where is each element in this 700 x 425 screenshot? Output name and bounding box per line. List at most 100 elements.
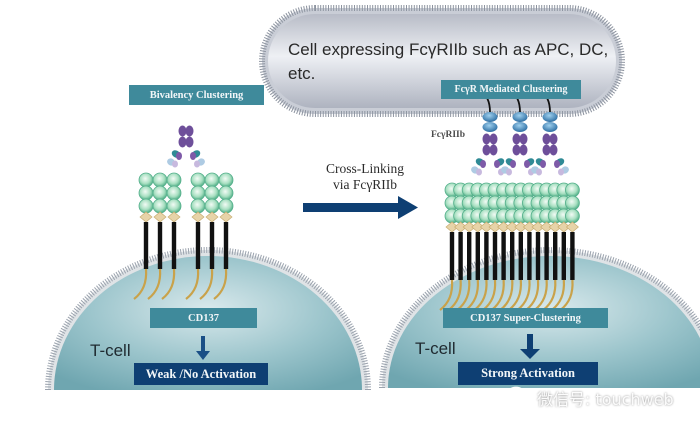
fab-light xyxy=(480,160,486,168)
fc-region xyxy=(489,144,498,156)
fcgriib-label: FcγRIIb xyxy=(431,130,466,140)
t-cell-left-label: T-cell xyxy=(90,341,131,360)
cytoplasmic-tail xyxy=(213,268,228,300)
cd137-receptor xyxy=(185,172,206,300)
fc-region xyxy=(542,133,551,145)
transmembrane-stalk xyxy=(527,232,532,280)
down-arrow-right xyxy=(520,334,540,359)
fc-region xyxy=(519,133,528,145)
transmembrane-stalk xyxy=(475,232,480,280)
cd137-receptor xyxy=(213,172,234,300)
fc-region xyxy=(185,125,194,137)
green-domain xyxy=(565,182,580,198)
transmembrane-stalk xyxy=(449,232,455,280)
fab-light xyxy=(494,160,500,168)
fab-variable-light xyxy=(172,160,178,168)
transmembrane-stalk xyxy=(143,222,149,269)
fcgriib-domain xyxy=(512,112,528,122)
fc-region xyxy=(185,136,194,148)
arrow-head xyxy=(398,196,418,219)
fab-variable-light xyxy=(536,168,542,176)
green-domain xyxy=(138,172,154,188)
fc-region xyxy=(482,133,491,145)
apc-membrane-lipids xyxy=(259,5,625,117)
right-receptor-cluster xyxy=(439,89,580,311)
fc-region xyxy=(549,144,558,156)
wechat-icon xyxy=(506,386,533,408)
cd137-super-clustering-label: CD137 Super-Clustering xyxy=(443,308,608,328)
fab-light xyxy=(554,160,560,168)
fcr-mediated-clustering-label: FcγR Mediated Clustering xyxy=(441,80,581,99)
transmembrane-stalk xyxy=(570,232,575,280)
t-cell-left-lipids xyxy=(45,247,371,391)
green-domain xyxy=(218,172,234,188)
transmembrane-stalk xyxy=(553,232,558,280)
t-cell-right-label: T-cell xyxy=(415,339,456,358)
arrow-shaft xyxy=(303,203,400,212)
fcgriib-domain xyxy=(542,122,558,132)
tan-domain xyxy=(191,211,205,223)
green-domain xyxy=(152,185,168,201)
fcgriib-domain xyxy=(512,122,528,132)
fc-region xyxy=(549,133,558,145)
transmembrane-stalk xyxy=(544,232,549,280)
green-domain xyxy=(190,172,206,188)
transmembrane-stalk xyxy=(510,232,515,280)
green-domain xyxy=(152,198,168,214)
fc-region xyxy=(512,133,521,145)
green-domain xyxy=(218,198,234,214)
fab-light xyxy=(190,152,196,160)
transmembrane-stalk xyxy=(492,232,498,280)
green-domain xyxy=(152,172,168,188)
fc-region xyxy=(178,125,187,137)
tan-domain xyxy=(167,211,181,223)
transmembrane-stalk xyxy=(458,232,463,280)
cross-linking-arrow xyxy=(303,196,418,219)
transmembrane-stalk xyxy=(223,222,229,269)
strong-activation-label: Strong Activation xyxy=(458,362,598,385)
antibody xyxy=(531,89,569,176)
fab-variable-light xyxy=(506,168,512,176)
tan-domain xyxy=(153,211,167,223)
tan-domain xyxy=(205,211,219,223)
cd137-receptor xyxy=(199,172,220,300)
fcgriib-domain xyxy=(542,112,558,122)
green-domain xyxy=(204,198,220,214)
transmembrane-stalk xyxy=(518,232,523,280)
cytoplasmic-tail xyxy=(147,268,162,300)
fcgriib-domain xyxy=(482,112,498,122)
green-domain xyxy=(166,198,182,214)
green-domain xyxy=(565,208,580,224)
green-domain xyxy=(565,195,580,211)
tan-domain xyxy=(139,211,153,223)
transmembrane-stalk xyxy=(171,222,177,269)
fc-region xyxy=(519,144,528,156)
cross-linking-label-line2: via FcγRIIb xyxy=(332,177,398,192)
bivalency-clustering-label: Bivalency Clustering xyxy=(129,85,264,105)
fab-variable-light xyxy=(558,168,564,176)
cd137-label: CD137 xyxy=(150,308,257,328)
fc-region xyxy=(178,136,187,148)
transmembrane-stalk xyxy=(535,232,541,280)
fcgriib-domain xyxy=(482,122,498,132)
fab-variable-light xyxy=(194,160,200,168)
cytoplasmic-tail xyxy=(161,268,176,300)
antibody xyxy=(167,125,205,168)
apc-description-line2: etc. xyxy=(288,64,316,83)
apc-description-line1: Cell expressing FcγRIIb such as APC, DC, xyxy=(288,40,609,59)
cd137-receptor xyxy=(161,172,182,300)
left-receptor-cluster xyxy=(133,125,234,300)
cytoplasmic-tail xyxy=(199,268,214,300)
tan-domain xyxy=(565,221,579,233)
cytoplasmic-tail xyxy=(185,268,200,300)
cross-linking-label-line1: Cross-Linking xyxy=(325,161,404,176)
transmembrane-stalk xyxy=(561,232,566,280)
fab-variable-light xyxy=(476,168,482,176)
fab-light xyxy=(510,160,516,168)
transmembrane-stalk xyxy=(157,222,163,269)
green-domain xyxy=(218,185,234,201)
tan-domain xyxy=(219,211,233,223)
fc-region xyxy=(512,144,521,156)
fab-light xyxy=(176,152,182,160)
